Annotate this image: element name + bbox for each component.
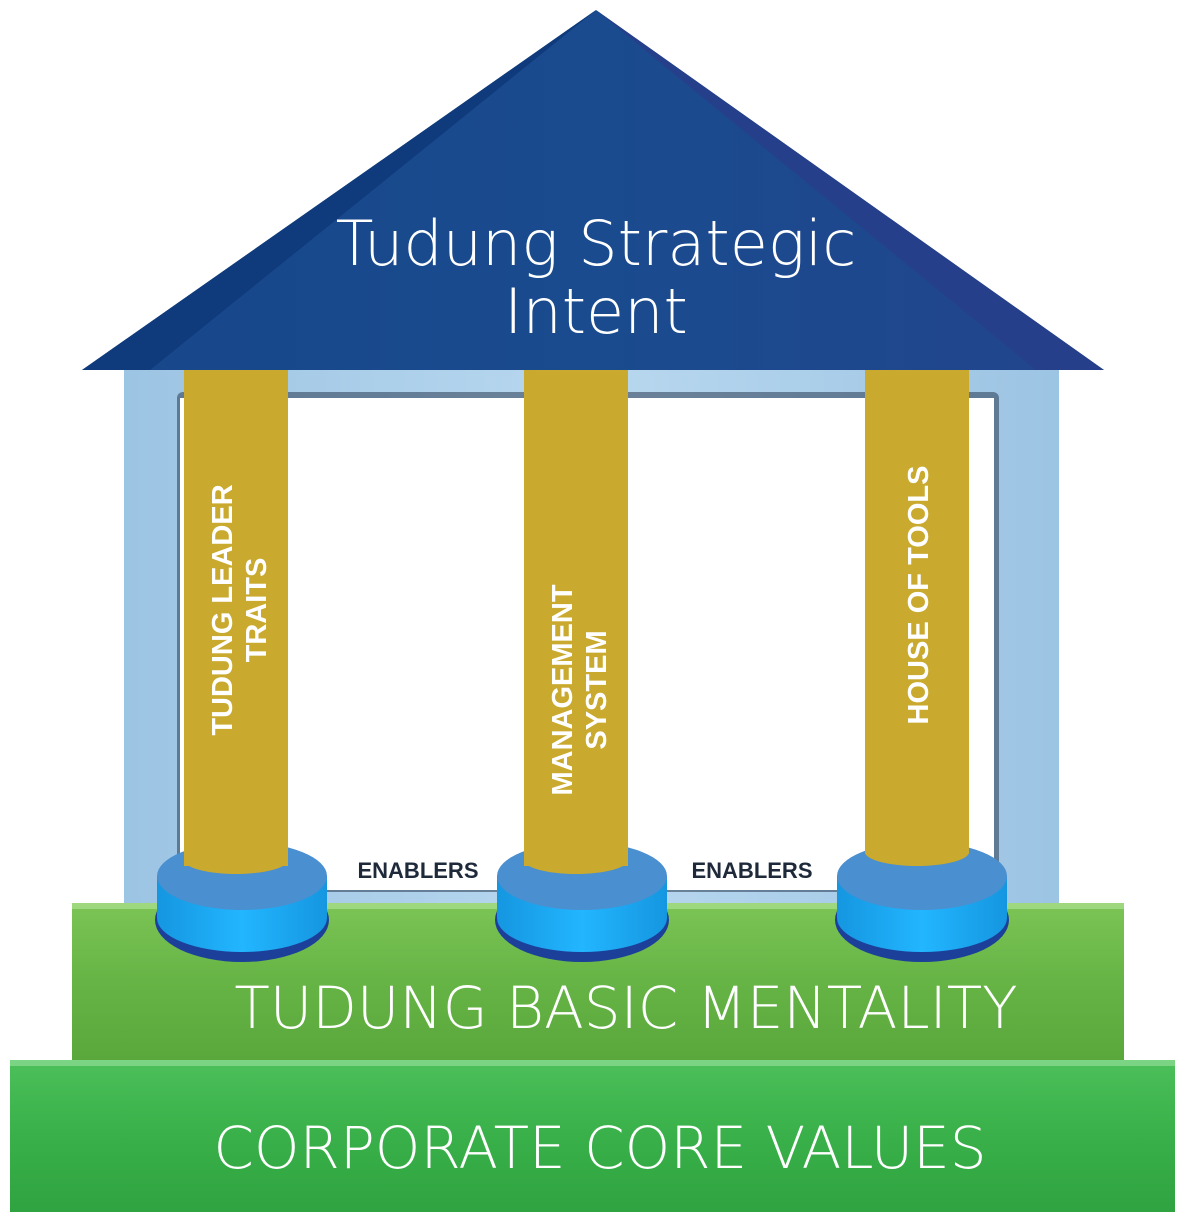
column-base-3 [835, 830, 1009, 962]
basic-mentality-label: TUDUNG BASIC MENTALITY [234, 974, 1017, 1042]
enablers-label-left: ENABLERS [357, 858, 478, 883]
roof: Tudung Strategic Intent [82, 10, 1104, 370]
pillar-1-line1: TUDUNG LEADER [207, 484, 239, 735]
pillar-2-line1: MANAGEMENT [547, 584, 579, 795]
core-values-slab: CORPORATE CORE VALUES [10, 1060, 1175, 1212]
roof-title-line2: Intent [504, 275, 688, 348]
enablers-labels: ENABLERS ENABLERS [357, 858, 812, 883]
column-bases [155, 830, 1009, 962]
core-values-label: CORPORATE CORE VALUES [213, 1114, 986, 1182]
pillar-labels: TUDUNG LEADER TRAITS MANAGEMENT SYSTEM H… [207, 466, 935, 796]
pillar-3-line1: HOUSE OF TOOLS [903, 466, 935, 725]
column-base-2 [495, 840, 669, 962]
roof-title-line1: Tudung Strategic [336, 207, 857, 280]
pillar-1-line2: TRAITS [241, 558, 273, 663]
pillar-2-line2: SYSTEM [581, 630, 613, 749]
enablers-label-right: ENABLERS [691, 858, 812, 883]
column-base-1 [155, 840, 329, 962]
